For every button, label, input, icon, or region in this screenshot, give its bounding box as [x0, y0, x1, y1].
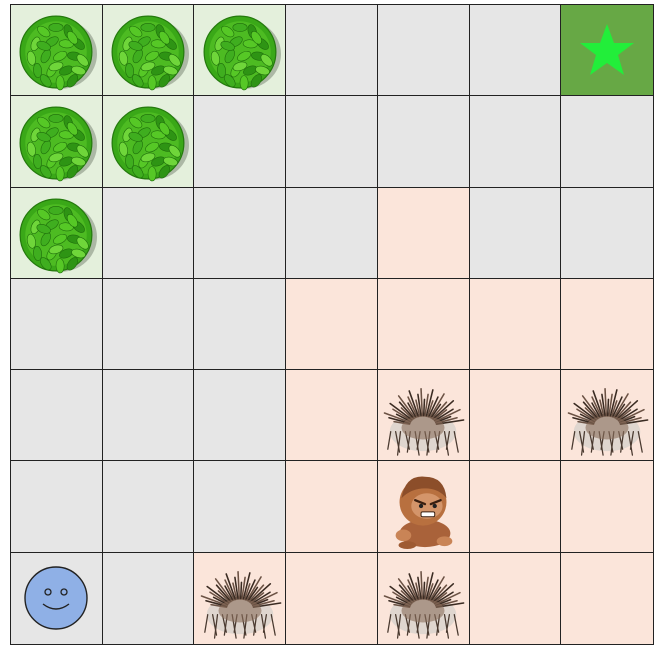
grid-cell-r0-c0[interactable]: [11, 5, 103, 96]
grid-cell-r2-c1[interactable]: [103, 188, 195, 279]
bush-icon: [15, 192, 97, 274]
grid-cell-r1-c4[interactable]: [378, 96, 470, 187]
grid-cell-r1-c2[interactable]: [194, 96, 286, 187]
grid-cell-r5-c6[interactable]: [561, 461, 653, 552]
grid-cell-r6-c2[interactable]: [194, 553, 286, 644]
grid-cell-r3-c4[interactable]: [378, 279, 470, 370]
grid-cell-r2-c5[interactable]: [470, 188, 562, 279]
grid-cell-r2-c6[interactable]: [561, 188, 653, 279]
bush-icon: [107, 9, 189, 91]
bush-icon: [15, 9, 97, 91]
smiley-player-icon: [22, 564, 90, 632]
grid-cell-r2-c2[interactable]: [194, 188, 286, 279]
grid-cell-r0-c1[interactable]: [103, 5, 195, 96]
grid-cell-r5-c0[interactable]: [11, 461, 103, 552]
caveman-monster-icon: [383, 463, 463, 551]
grid-cell-r0-c6[interactable]: [561, 5, 653, 96]
grid-cell-r1-c6[interactable]: [561, 96, 653, 187]
grid-cell-r3-c5[interactable]: [470, 279, 562, 370]
grid-cell-r5-c2[interactable]: [194, 461, 286, 552]
grid-cell-r6-c3[interactable]: [286, 553, 378, 644]
grid-cell-r1-c3[interactable]: [286, 96, 378, 187]
grid-cell-r3-c0[interactable]: [11, 279, 103, 370]
grid-cell-r1-c1[interactable]: [103, 96, 195, 187]
grid-cell-r5-c1[interactable]: [103, 461, 195, 552]
grid-cell-r5-c4[interactable]: [378, 461, 470, 552]
grid-cell-r4-c5[interactable]: [470, 370, 562, 461]
grid-cell-r3-c3[interactable]: [286, 279, 378, 370]
hedgehog-icon: [194, 554, 285, 642]
grid-cell-r0-c2[interactable]: [194, 5, 286, 96]
grid-cell-r3-c2[interactable]: [194, 279, 286, 370]
grid-cell-r4-c2[interactable]: [194, 370, 286, 461]
grid-cell-r5-c3[interactable]: [286, 461, 378, 552]
grid-cell-r6-c5[interactable]: [470, 553, 562, 644]
grid-cell-r5-c5[interactable]: [470, 461, 562, 552]
grid-cell-r0-c5[interactable]: [470, 5, 562, 96]
grid-cell-r3-c1[interactable]: [103, 279, 195, 370]
hedgehog-icon: [561, 371, 653, 459]
hedgehog-icon: [378, 371, 469, 459]
bush-icon: [107, 100, 189, 182]
grid-cell-r3-c6[interactable]: [561, 279, 653, 370]
bush-icon: [199, 9, 281, 91]
grid-cell-r4-c6[interactable]: [561, 370, 653, 461]
grid-cell-r2-c0[interactable]: [11, 188, 103, 279]
grid-cell-r4-c1[interactable]: [103, 370, 195, 461]
grid-cell-r1-c0[interactable]: [11, 96, 103, 187]
grid-cell-r6-c6[interactable]: [561, 553, 653, 644]
game-board: [10, 4, 654, 645]
grid-cell-r4-c4[interactable]: [378, 370, 470, 461]
grid-cell-r2-c4[interactable]: [378, 188, 470, 279]
grid-cell-r0-c4[interactable]: [378, 5, 470, 96]
bush-icon: [15, 100, 97, 182]
grid-cell-r0-c3[interactable]: [286, 5, 378, 96]
grid-cell-r6-c4[interactable]: [378, 553, 470, 644]
grid-cell-r4-c3[interactable]: [286, 370, 378, 461]
grid-cell-r6-c1[interactable]: [103, 553, 195, 644]
hedgehog-icon: [378, 554, 469, 642]
star-icon: [577, 20, 637, 80]
grid-cell-r1-c5[interactable]: [470, 96, 562, 187]
grid-cell-r2-c3[interactable]: [286, 188, 378, 279]
grid-cell-r4-c0[interactable]: [11, 370, 103, 461]
grid-cell-r6-c0[interactable]: [11, 553, 103, 644]
